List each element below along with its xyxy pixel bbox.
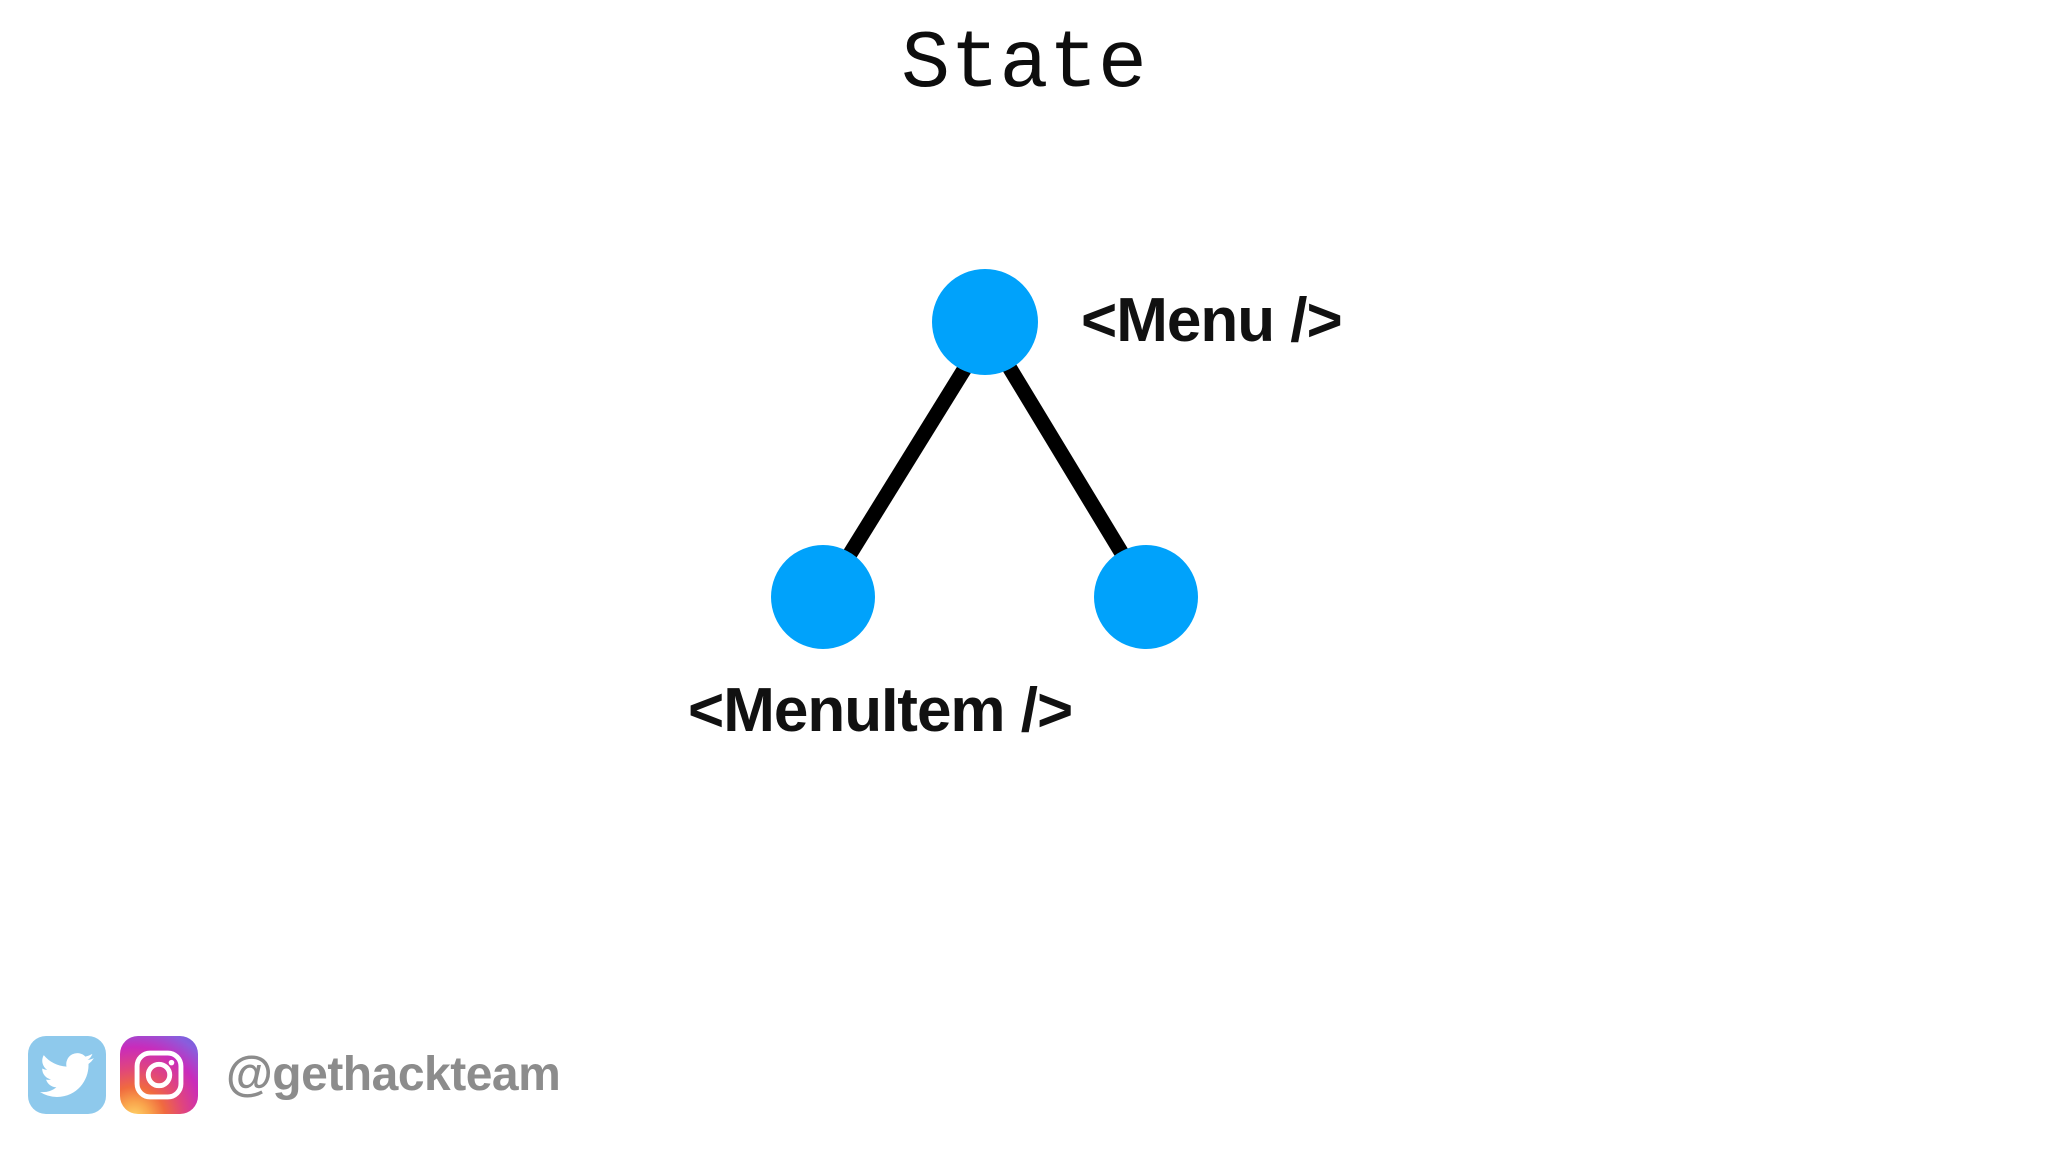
footer-social-bar: @gethackteam xyxy=(28,1036,561,1114)
node-label-menu: <Menu /> xyxy=(1081,286,1343,355)
edge-root-to-child-left xyxy=(833,348,982,574)
node-menu[interactable] xyxy=(932,269,1038,375)
node-menuitem-left[interactable] xyxy=(771,545,875,649)
page-title: State xyxy=(900,18,1148,111)
node-label-menuitem: <MenuItem /> xyxy=(688,676,1073,745)
social-handle: @gethackteam xyxy=(226,1048,561,1101)
node-menuitem-right[interactable] xyxy=(1094,545,1198,649)
twitter-icon[interactable] xyxy=(28,1036,106,1114)
edge-root-to-child-right xyxy=(993,348,1139,574)
instagram-icon[interactable] xyxy=(120,1036,198,1114)
